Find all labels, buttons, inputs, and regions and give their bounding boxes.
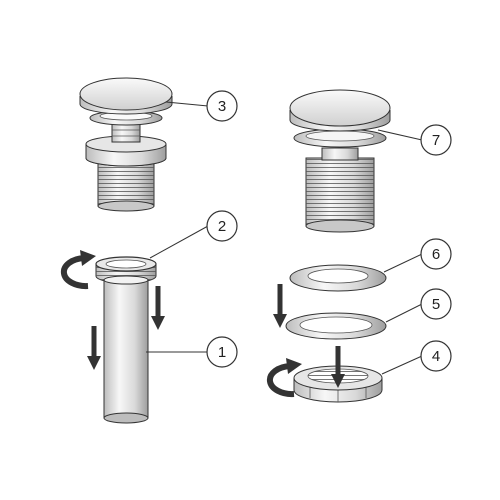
leader-lines bbox=[146, 101, 423, 375]
callout-7: 7 bbox=[420, 124, 452, 156]
callout-1: 1 bbox=[206, 336, 238, 368]
down-arrow-nut bbox=[331, 346, 345, 388]
down-arrow-washers bbox=[273, 284, 287, 328]
callout-label: 3 bbox=[218, 98, 226, 115]
callout-label: 5 bbox=[432, 296, 440, 313]
washer-5 bbox=[285, 312, 387, 340]
extension-tube bbox=[103, 275, 149, 424]
callout-4: 4 bbox=[420, 340, 452, 372]
callout-label: 7 bbox=[432, 132, 440, 149]
down-arrow-tube-left bbox=[87, 326, 101, 370]
pop-up-waste-assembly bbox=[79, 77, 173, 212]
callout-label: 4 bbox=[432, 348, 440, 365]
callout-5: 5 bbox=[420, 288, 452, 320]
callout-3: 3 bbox=[206, 90, 238, 122]
rotate-arrow-left bbox=[60, 250, 96, 290]
callout-label: 1 bbox=[218, 344, 226, 361]
pop-up-waste-body bbox=[289, 89, 391, 233]
callout-2: 2 bbox=[206, 210, 238, 242]
callout-6: 6 bbox=[420, 238, 452, 270]
washer-6 bbox=[289, 264, 387, 292]
callout-label: 2 bbox=[218, 218, 226, 235]
down-arrow-tube-right bbox=[151, 286, 165, 330]
callout-label: 6 bbox=[432, 246, 440, 263]
rotate-arrow-right bbox=[266, 358, 302, 398]
